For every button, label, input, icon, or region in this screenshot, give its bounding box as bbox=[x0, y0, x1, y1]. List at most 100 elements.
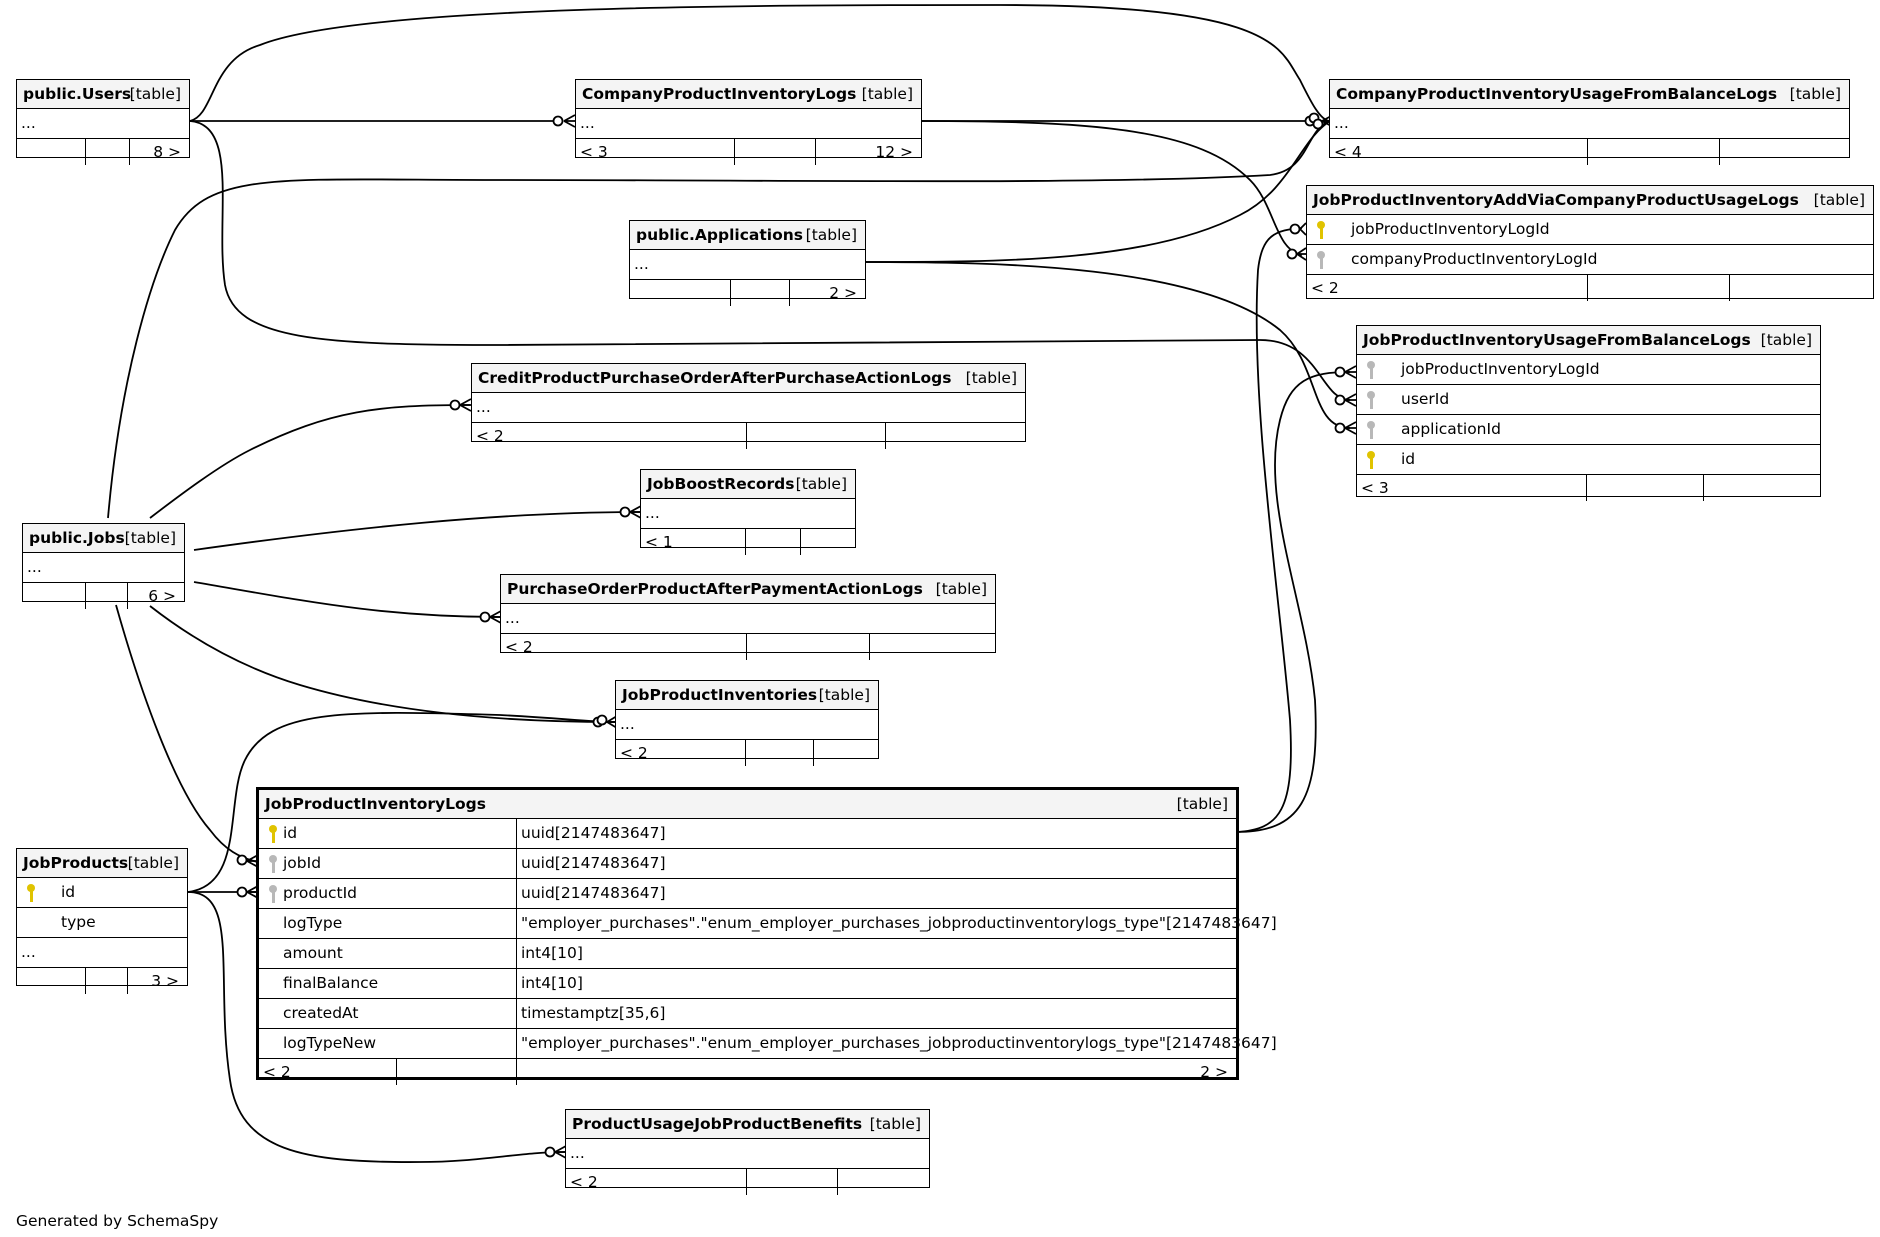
table-credit-product-purchase-order-after-purchase-action-logs[interactable]: CreditProductPurchaseOrderAfterPurchaseA… bbox=[471, 363, 1026, 449]
table-users[interactable]: public.Users[table] ... 8 > bbox=[16, 79, 190, 165]
generator-credit: Generated by SchemaSpy bbox=[16, 1212, 219, 1230]
marker-jpiufbl-3 bbox=[1334, 421, 1357, 435]
table-kind: [table] bbox=[1760, 331, 1812, 349]
marker-jpiufbl-1 bbox=[1334, 365, 1357, 379]
foreign-key-icon bbox=[269, 885, 277, 903]
table-name: public.Applications bbox=[636, 226, 804, 244]
table-job-product-inventories[interactable]: JobProductInventories[table] ... < 2 bbox=[615, 680, 879, 766]
column-type: "employer_purchases"."enum_employer_purc… bbox=[521, 1034, 1277, 1052]
column-type: int4[10] bbox=[521, 974, 583, 992]
parents-count: < 2 bbox=[263, 1063, 291, 1081]
marker-jpinv bbox=[592, 714, 618, 729]
parents-count: < 3 bbox=[1361, 479, 1389, 497]
column-name: companyProductInventoryLogId bbox=[1351, 250, 1598, 268]
column-row: productId uuid[2147483647] bbox=[259, 879, 1236, 909]
table-name: JobProductInventories bbox=[622, 686, 818, 704]
column-name: createdAt bbox=[283, 1004, 359, 1022]
table-name: PurchaseOrderProductAfterPaymentActionLo… bbox=[507, 580, 923, 598]
children-count: 3 > bbox=[151, 972, 179, 990]
foreign-key-icon bbox=[1317, 251, 1325, 269]
table-company-product-inventory-logs[interactable]: CompanyProductInventoryLogs[table] ... <… bbox=[575, 79, 922, 165]
table-name: ProductUsageJobProductBenefits bbox=[572, 1115, 863, 1133]
collapsed-columns: ... bbox=[1334, 114, 1349, 132]
table-name: JobProductInventoryAddViaCompanyProductU… bbox=[1313, 191, 1799, 209]
collapsed-columns: ... bbox=[645, 504, 660, 522]
primary-key-icon bbox=[269, 825, 277, 843]
primary-key-icon bbox=[1317, 221, 1325, 239]
column-type: int4[10] bbox=[521, 944, 583, 962]
collapsed-columns: ... bbox=[21, 943, 36, 961]
table-name: public.Users bbox=[23, 85, 132, 103]
edge-jobs-jbr bbox=[193, 511, 641, 551]
parents-count: < 2 bbox=[570, 1173, 598, 1191]
marker-jbr bbox=[619, 505, 642, 519]
collapsed-columns: ... bbox=[505, 609, 520, 627]
children-count: 12 > bbox=[875, 143, 913, 161]
table-jobs[interactable]: public.Jobs[table] ... 6 > bbox=[22, 523, 185, 609]
children-count: 8 > bbox=[153, 143, 181, 161]
table-kind: [table] bbox=[795, 475, 847, 493]
children-count: 2 > bbox=[1200, 1063, 1228, 1081]
table-kind: [table] bbox=[805, 226, 857, 244]
column-type: timestamptz[35,6] bbox=[521, 1004, 666, 1022]
table-kind: [table] bbox=[127, 854, 179, 872]
collapsed-columns: ... bbox=[634, 255, 649, 273]
children-count: 6 > bbox=[148, 587, 176, 605]
table-job-product-inventory-usage-from-balance-logs[interactable]: JobProductInventoryUsageFromBalanceLogs[… bbox=[1356, 325, 1821, 501]
column-name: finalBalance bbox=[283, 974, 379, 992]
column-row: id bbox=[17, 878, 187, 908]
marker-cpil bbox=[552, 114, 576, 128]
column-name: logTypeNew bbox=[283, 1034, 377, 1052]
table-kind: [table] bbox=[869, 1115, 921, 1133]
primary-key-icon bbox=[27, 884, 35, 902]
column-name: jobProductInventoryLogId bbox=[1401, 360, 1600, 378]
table-kind: [table] bbox=[1813, 191, 1865, 209]
column-name: productId bbox=[283, 884, 358, 902]
table-name: CompanyProductInventoryUsageFromBalanceL… bbox=[1336, 85, 1778, 103]
column-name: id bbox=[283, 824, 298, 842]
table-product-usage-job-product-benefits[interactable]: ProductUsageJobProductBenefits[table] ..… bbox=[565, 1109, 930, 1195]
table-kind: [table] bbox=[935, 580, 987, 598]
table-name: CreditProductPurchaseOrderAfterPurchaseA… bbox=[478, 369, 952, 387]
column-name: jobProductInventoryLogId bbox=[1351, 220, 1550, 238]
table-job-products[interactable]: JobProducts[table] id type ... 3 > bbox=[16, 848, 188, 994]
column-name: logType bbox=[283, 914, 343, 932]
collapsed-columns: ... bbox=[21, 114, 36, 132]
table-kind: [table] bbox=[1789, 85, 1841, 103]
primary-key-icon bbox=[1367, 451, 1375, 469]
table-name: JobProducts bbox=[23, 854, 129, 872]
edge-jpil-jpiufbl bbox=[1235, 371, 1351, 833]
edge-jpil-jpiavcpul bbox=[1235, 227, 1303, 833]
column-type: uuid[2147483647] bbox=[521, 854, 666, 872]
table-purchase-order-product-after-payment-action-logs[interactable]: PurchaseOrderProductAfterPaymentActionLo… bbox=[500, 574, 996, 660]
edge-cpil-jpiavcpul bbox=[921, 120, 1303, 256]
foreign-key-icon bbox=[1367, 391, 1375, 409]
parents-count: < 2 bbox=[476, 427, 504, 445]
table-company-product-inventory-usage-from-balance-logs[interactable]: CompanyProductInventoryUsageFromBalanceL… bbox=[1329, 79, 1850, 165]
edge-jobs-cpiufbl bbox=[107, 120, 1331, 519]
table-job-boost-records[interactable]: JobBoostRecords[table] ... < 1 bbox=[640, 469, 856, 555]
table-kind: [table] bbox=[1176, 795, 1228, 813]
collapsed-columns: ... bbox=[476, 398, 491, 416]
marker-jpiavcpul-2 bbox=[1286, 247, 1307, 261]
table-job-product-inventory-add-via-company-product-usage-logs[interactable]: JobProductInventoryAddViaCompanyProductU… bbox=[1306, 185, 1874, 301]
collapsed-columns: ... bbox=[620, 715, 635, 733]
marker-cppoapal bbox=[449, 398, 472, 412]
collapsed-columns: ... bbox=[27, 558, 42, 576]
table-applications[interactable]: public.Applications[table] ... 2 > bbox=[629, 220, 866, 306]
column-row: logType"employer_purchases"."enum_employ… bbox=[259, 909, 1277, 939]
edge-jobs-popapal bbox=[193, 581, 501, 618]
marker-popapal bbox=[479, 610, 502, 624]
column-row: logTypeNew "employer_purchases"."enum_emp… bbox=[259, 1029, 1277, 1059]
table-name: JobBoostRecords bbox=[647, 475, 795, 493]
column-row: createdAt timestamptz[35,6] bbox=[259, 999, 1236, 1029]
column-type: uuid[2147483647] bbox=[521, 884, 666, 902]
foreign-key-icon bbox=[1367, 421, 1375, 439]
foreign-key-icon bbox=[1367, 361, 1375, 379]
column-name: applicationId bbox=[1401, 420, 1501, 438]
foreign-key-icon bbox=[269, 855, 277, 873]
parents-count: < 2 bbox=[1311, 279, 1339, 297]
column-row: finalBalance int4[10] bbox=[259, 969, 1236, 999]
